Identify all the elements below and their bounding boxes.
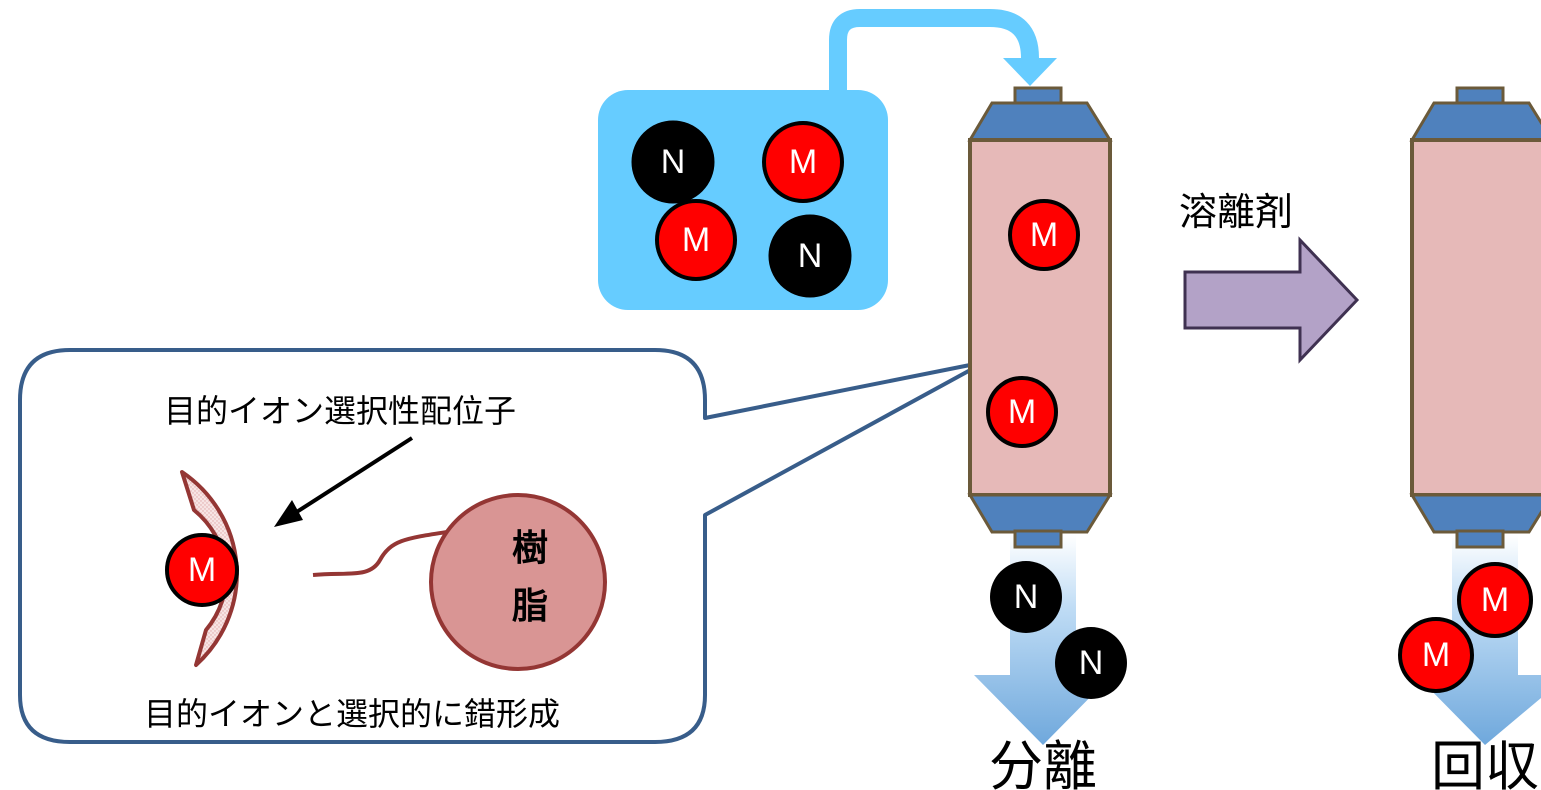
ion-m: M <box>655 199 737 281</box>
ion-m-retained: M <box>1008 199 1080 271</box>
ion-n-eluted: N <box>990 561 1062 633</box>
ion-n: N <box>768 214 852 298</box>
recovery-bottom-nozzle <box>1455 529 1505 549</box>
svg-text:N: N <box>1079 644 1104 682</box>
resin-label-line2: 脂 <box>512 586 548 627</box>
column-bottom-cap <box>967 493 1113 534</box>
sample-container: N M M N <box>598 9 1057 310</box>
column-top-cap <box>967 101 1113 142</box>
ion-n-eluted: N <box>1055 627 1127 699</box>
separation-column: M M N N 分離 <box>967 86 1127 790</box>
column-bottom-nozzle <box>1013 529 1063 549</box>
feed-arrowhead <box>1003 58 1057 86</box>
ion-m-recovered: M <box>1457 562 1533 638</box>
recovery-label: 回収 <box>1431 735 1539 790</box>
ligand-callout: 目的イオン選択性配位子 M 樹 脂 目的イオンと選択的に錯形成 <box>18 348 987 744</box>
ion-n: N <box>631 120 715 204</box>
recovery-bottom-cap <box>1409 493 1541 534</box>
complex-label: 目的イオンと選択的に錯形成 <box>144 695 560 733</box>
eluent-label: 溶離剤 <box>1179 190 1293 234</box>
svg-text:N: N <box>1014 578 1039 616</box>
feed-pipe <box>829 9 1039 95</box>
ligand-pointer-arrow <box>290 436 414 517</box>
resin-label-line1: 樹 <box>512 528 548 569</box>
svg-text:N: N <box>798 237 823 275</box>
separation-label: 分離 <box>989 735 1097 790</box>
svg-text:M: M <box>1481 581 1509 619</box>
svg-text:M: M <box>1422 636 1450 674</box>
recovery-column-body <box>1410 138 1541 497</box>
svg-text:M: M <box>188 551 216 589</box>
recovery-top-cap <box>1409 101 1541 142</box>
eluent-step: 溶離剤 <box>1179 190 1360 364</box>
ion-m-retained: M <box>986 376 1058 448</box>
ligand-pointer-arrowhead <box>274 500 303 527</box>
linker <box>312 528 461 577</box>
svg-text:N: N <box>661 143 686 181</box>
recovery-column: M M 回収 <box>1398 86 1541 790</box>
svg-text:M: M <box>1008 393 1036 431</box>
svg-text:M: M <box>789 143 817 181</box>
eluent-arrow <box>1183 236 1360 364</box>
ligand-label: 目的イオン選択性配位子 <box>164 392 516 430</box>
ion-m-recovered: M <box>1398 617 1474 693</box>
resin-bead: 樹 脂 <box>429 493 607 671</box>
svg-text:M: M <box>1030 216 1058 254</box>
svg-text:M: M <box>682 221 710 259</box>
ion-m-bound: M <box>165 533 239 607</box>
ion-m: M <box>762 121 844 203</box>
